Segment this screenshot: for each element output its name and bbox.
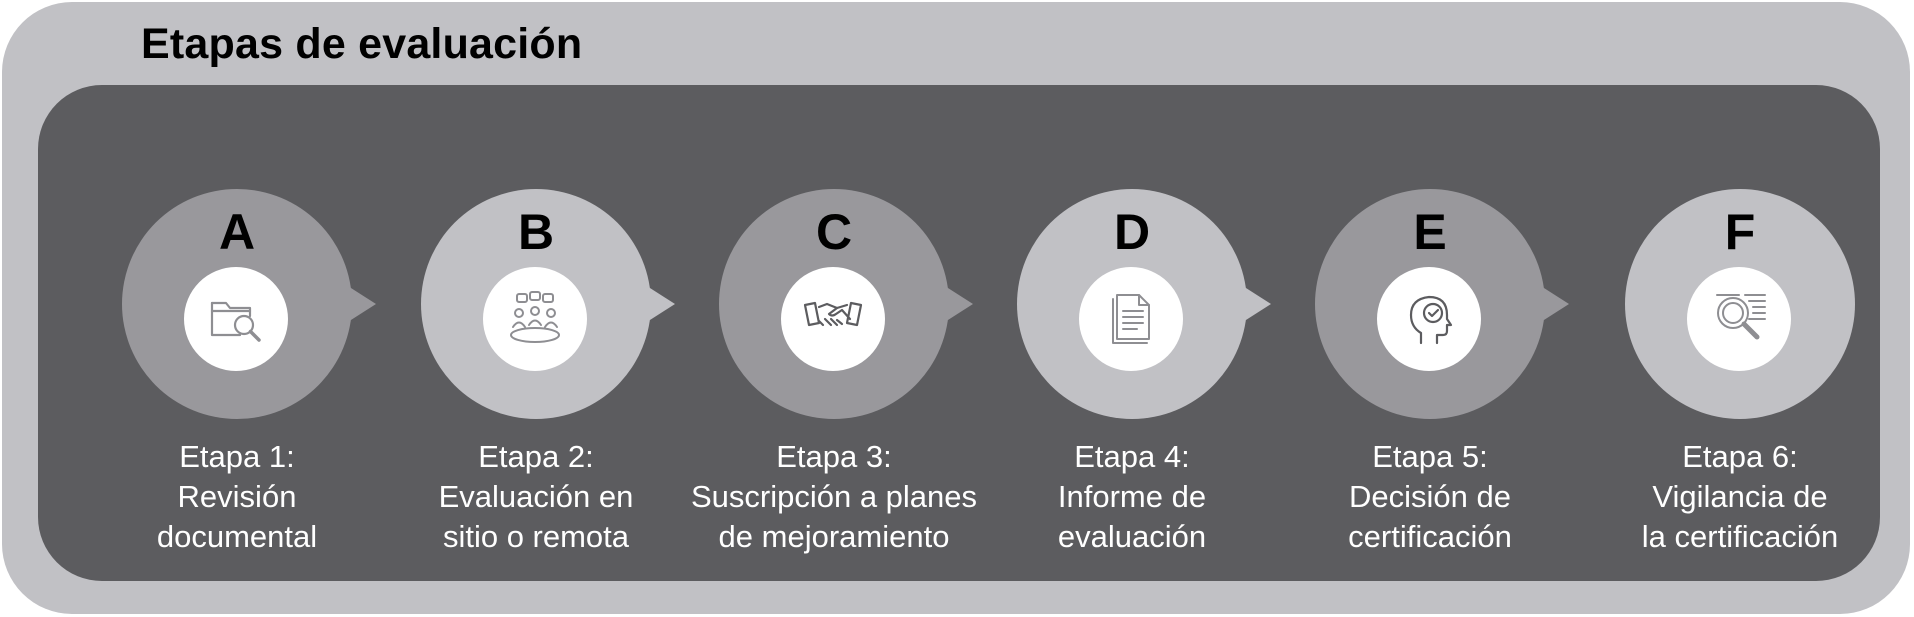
stage-label: Etapa 1: Revisión documental	[156, 439, 318, 554]
stage-bubble: F	[1625, 189, 1855, 419]
stage-letter: E	[1413, 204, 1447, 260]
icon-badge	[483, 267, 587, 371]
document-report-icon	[1112, 294, 1150, 344]
icon-badge	[184, 267, 288, 371]
magnifier-list-icon	[1716, 294, 1766, 340]
stage-bubble: B	[421, 189, 675, 419]
stage-d: D Etapa 4: Informe de evaluació	[982, 189, 1282, 554]
icon-badge	[1079, 267, 1183, 371]
stage-bubble: E	[1315, 189, 1569, 419]
head-check-icon	[1409, 295, 1453, 345]
stage-label: Etapa 4: Informe de evaluación	[1057, 439, 1207, 554]
stage-letter: A	[218, 204, 256, 260]
icon-badge	[1377, 267, 1481, 371]
folder-search-icon	[210, 301, 261, 342]
stage-b: B Etapa	[386, 189, 686, 554]
stage-bubble: A	[122, 189, 376, 419]
stage-label: Etapa 6: Vigilancia de la certificación	[1641, 439, 1839, 554]
stage-label: Etapa 3: Suscripción a planes de mejoram…	[690, 439, 978, 554]
stage-e: E Etapa 5: Decisión de certificación	[1280, 189, 1580, 554]
group-meeting-icon	[510, 291, 560, 343]
handshake-icon	[803, 301, 863, 327]
stage-a: A Etapa 1: Revisión documental	[87, 189, 387, 554]
stage-letter: F	[1724, 204, 1756, 260]
stage-bubble: C	[719, 189, 973, 419]
icon-badge	[781, 267, 885, 371]
stage-letter: C	[815, 204, 853, 260]
stage-label: Etapa 2: Evaluación en sitio o remota	[438, 439, 634, 554]
stage-f: F Etapa 6: Vi	[1590, 189, 1890, 554]
stage-label: Etapa 5: Decisión de certificación	[1348, 439, 1512, 554]
stage-letter: B	[517, 204, 555, 260]
stage-letter: D	[1113, 204, 1151, 260]
stage-bubble: D	[1017, 189, 1271, 419]
stages-track: A Etapa 1: Revisión documental	[38, 85, 1880, 581]
stage-c: C Etapa 3: Suscripción a planes de mejor…	[684, 189, 984, 554]
page-title: Etapas de evaluación	[141, 20, 583, 68]
icon-badge	[1687, 267, 1791, 371]
